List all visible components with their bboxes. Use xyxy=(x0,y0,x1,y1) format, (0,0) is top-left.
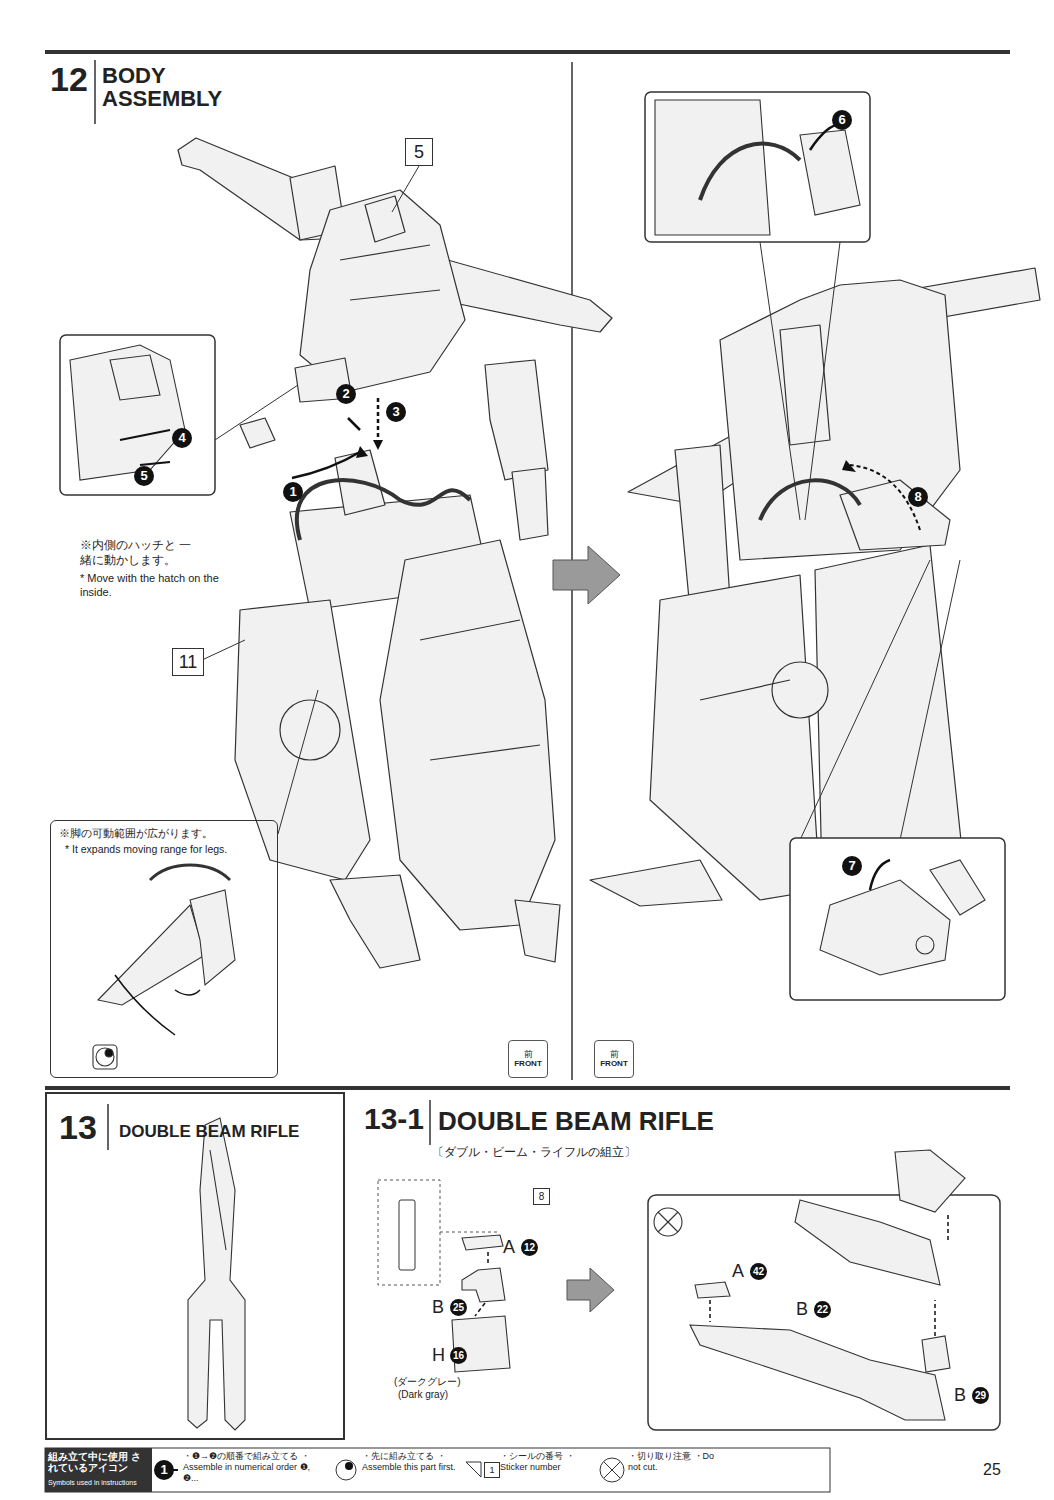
page-number: 25 xyxy=(983,1462,1001,1478)
node-text: 11 xyxy=(179,653,198,671)
node-text: 前 xyxy=(524,1050,533,1059)
note: ※内側のハッチと 一緒に動かします。 xyxy=(80,538,192,568)
legend-heading: 組み立て中に使用 されているアイコン xyxy=(48,1451,150,1473)
node-text: 12 xyxy=(50,62,88,96)
part-letter: B xyxy=(432,1298,444,1316)
part-letter: B xyxy=(796,1300,808,1318)
detail-inset: ※脚の可動範囲が広がります。 * It expands moving range … xyxy=(50,820,278,1078)
sticker-icon: 1 xyxy=(484,1462,500,1478)
part-number: 42 xyxy=(750,1263,767,1280)
node-subtext: DOUBLE BEAM RIFLE xyxy=(119,1122,339,1142)
callout-number: 8 xyxy=(908,487,928,507)
part-letter: H xyxy=(432,1346,445,1364)
legend-heading: Symbols used in instructions xyxy=(48,1479,137,1487)
part-number: 29 xyxy=(972,1387,989,1404)
callout-number: 7 xyxy=(842,856,862,876)
step-panel: 13-1 DOUBLE BEAM RIFLE 〔ダブル・ビーム・ライフルの組立〕 8 xyxy=(352,1092,1010,1440)
node-text: 13 xyxy=(59,1110,97,1144)
node-subtext: BODY ASSEMBLY xyxy=(102,64,232,110)
callout-number: 1 xyxy=(283,482,303,502)
step-panel: 13 DOUBLE BEAM RIFLE xyxy=(45,1092,345,1440)
part-number: 12 xyxy=(521,1239,538,1256)
legend-text: ・❶→❷の順番で組み立てる ・Assemble in numerical ord… xyxy=(183,1451,321,1483)
front-icon: 前FRONT xyxy=(508,1040,548,1078)
callout-number: 6 xyxy=(832,110,852,130)
color-note: (Dark gray) xyxy=(398,1389,448,1400)
node-text: 13-1 xyxy=(364,1104,424,1134)
node-text: 前 xyxy=(610,1050,619,1059)
legend-text: ・先に組み立てる ・Assemble this part first. xyxy=(362,1451,457,1473)
color-note: (ダークグレー) xyxy=(394,1376,461,1387)
node-subtext: FRONT xyxy=(600,1060,628,1068)
part-number: 16 xyxy=(450,1347,467,1364)
part-letter: A xyxy=(732,1262,744,1280)
legend-text: ・シールの番号 ・Sticker number xyxy=(500,1451,592,1473)
sticker-number-box: 8 xyxy=(533,1188,550,1205)
icon-number: 1 xyxy=(154,1460,174,1480)
sub-assembly-box: 11 xyxy=(172,648,204,676)
node-subtext: FRONT xyxy=(514,1060,542,1068)
part-number: 25 xyxy=(450,1299,467,1316)
callout-number: 3 xyxy=(386,402,406,422)
node-subtext: DOUBLE BEAM RIFLE xyxy=(438,1108,714,1134)
legend-text: ・切り取り注意 ・Do not cut. xyxy=(628,1451,723,1473)
node-subtext: * It expands moving range for legs. xyxy=(65,843,275,856)
part-number: 22 xyxy=(814,1301,831,1318)
callout-number: 2 xyxy=(336,384,356,404)
step-panel: 12BODY ASSEMBLY511※脚の可動範囲が広がります。* It exp… xyxy=(45,52,1010,1085)
node-subtext: 〔ダブル・ビーム・ライフルの組立〕 xyxy=(432,1144,636,1161)
front-icon: 前FRONT xyxy=(594,1040,634,1078)
sub-assembly-box: 5 xyxy=(405,138,433,166)
part-letter: A xyxy=(503,1238,515,1256)
callout-number: 4 xyxy=(172,428,192,448)
node-text: 8 xyxy=(539,1192,545,1202)
node-text: ※脚の可動範囲が広がります。 xyxy=(59,827,274,840)
callout-number: 5 xyxy=(134,466,154,486)
part-letter: B xyxy=(954,1386,966,1404)
note: * Move with the hatch on the inside. xyxy=(80,572,230,600)
node-text: 5 xyxy=(414,143,424,161)
